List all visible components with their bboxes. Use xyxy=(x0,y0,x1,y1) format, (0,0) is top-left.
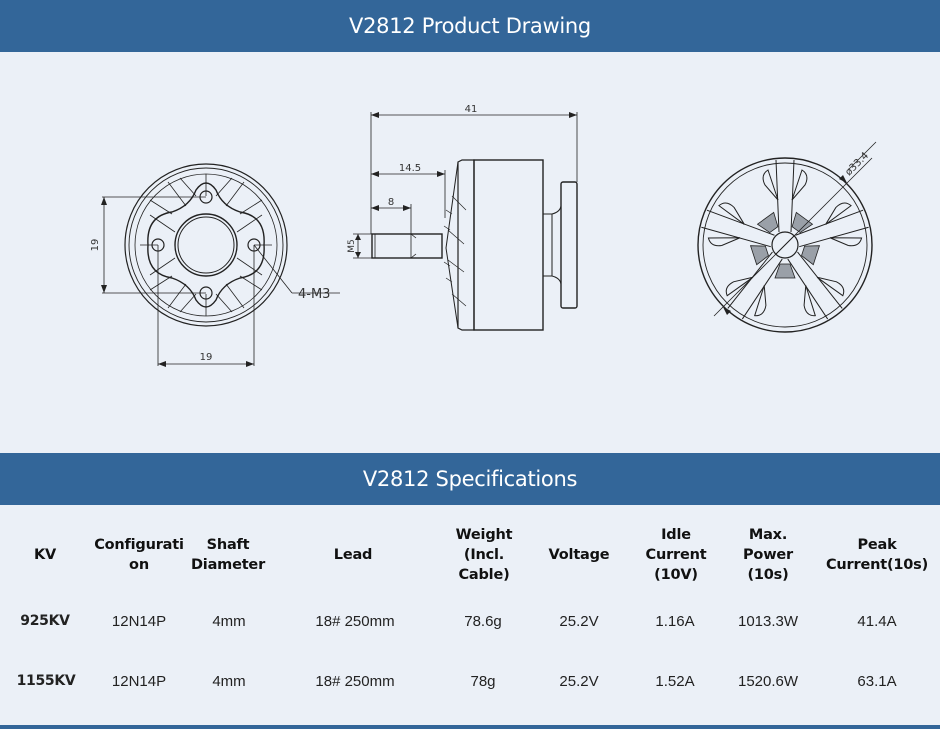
header-max-power: Max. Power (10s) xyxy=(743,527,793,583)
header-shaft-diameter: Shaft Diameter xyxy=(190,537,266,573)
header-lead: Lead xyxy=(333,547,373,563)
cell-kv: 1155KV xyxy=(16,673,76,689)
top-view-diameter-dimension: ø33.4 xyxy=(843,150,871,178)
product-drawing-title: V2812 Product Drawing xyxy=(349,14,591,38)
cell-peak-current: 41.4A xyxy=(857,613,897,630)
header-kv: KV xyxy=(33,547,57,563)
cell-idle-current: 1.52A xyxy=(655,673,695,690)
cell-lead: 18# 250mm xyxy=(315,673,395,690)
table-header-row: KV Configurati on Shaft Diameter Lead We… xyxy=(0,505,940,605)
motor-bottom-view-drawing xyxy=(101,163,340,367)
header-idle-current: Idle Current (10V) xyxy=(645,527,707,583)
motor-side-view-drawing xyxy=(353,112,578,331)
bottom-divider-bar xyxy=(0,725,940,729)
cell-max-power: 1013.3W xyxy=(737,613,799,630)
cell-idle-current: 1.16A xyxy=(655,613,695,630)
bottom-view-horizontal-dimension: 19 xyxy=(200,352,213,363)
cell-configuration: 12N14P xyxy=(111,613,167,630)
cell-weight: 78g xyxy=(470,673,496,690)
cell-shaft-diameter: 4mm xyxy=(212,673,246,690)
side-view-thread-length-dimension: 8 xyxy=(388,197,394,208)
cell-configuration: 12N14P xyxy=(111,673,167,690)
header-peak-current: Peak Current(10s) xyxy=(825,537,929,573)
side-view-thread-dimension: M5 xyxy=(347,239,357,253)
cell-kv: 925KV xyxy=(20,613,70,629)
cell-voltage: 25.2V xyxy=(559,673,599,690)
table-row: 1155KV 12N14P 4mm 18# 250mm 78g 25.2V 1.… xyxy=(0,673,940,697)
product-drawing-banner: V2812 Product Drawing xyxy=(0,0,940,52)
specifications-title: V2812 Specifications xyxy=(362,467,578,491)
cell-voltage: 25.2V xyxy=(559,613,599,630)
bottom-view-vertical-dimension: 19 xyxy=(90,239,101,252)
side-view-shaft-length-dimension: 14.5 xyxy=(399,163,421,174)
cell-peak-current: 63.1A xyxy=(857,673,897,690)
table-row: 925KV 12N14P 4mm 18# 250mm 78.6g 25.2V 1… xyxy=(0,613,940,637)
cell-shaft-diameter: 4mm xyxy=(212,613,246,630)
bottom-view-hole-callout: 4-M3 xyxy=(298,287,330,302)
product-drawing-area: 19 19 4-M3 xyxy=(0,52,940,453)
cell-weight: 78.6g xyxy=(464,613,502,630)
cell-max-power: 1520.6W xyxy=(737,673,799,690)
header-voltage: Voltage xyxy=(548,547,610,563)
header-configuration: Configurati on xyxy=(94,537,184,573)
header-weight: Weight (Incl. Cable) xyxy=(455,527,513,583)
cell-lead: 18# 250mm xyxy=(315,613,395,630)
side-view-total-length-dimension: 41 xyxy=(465,104,478,115)
motor-top-view-drawing xyxy=(697,141,877,333)
specifications-banner: V2812 Specifications xyxy=(0,453,940,505)
